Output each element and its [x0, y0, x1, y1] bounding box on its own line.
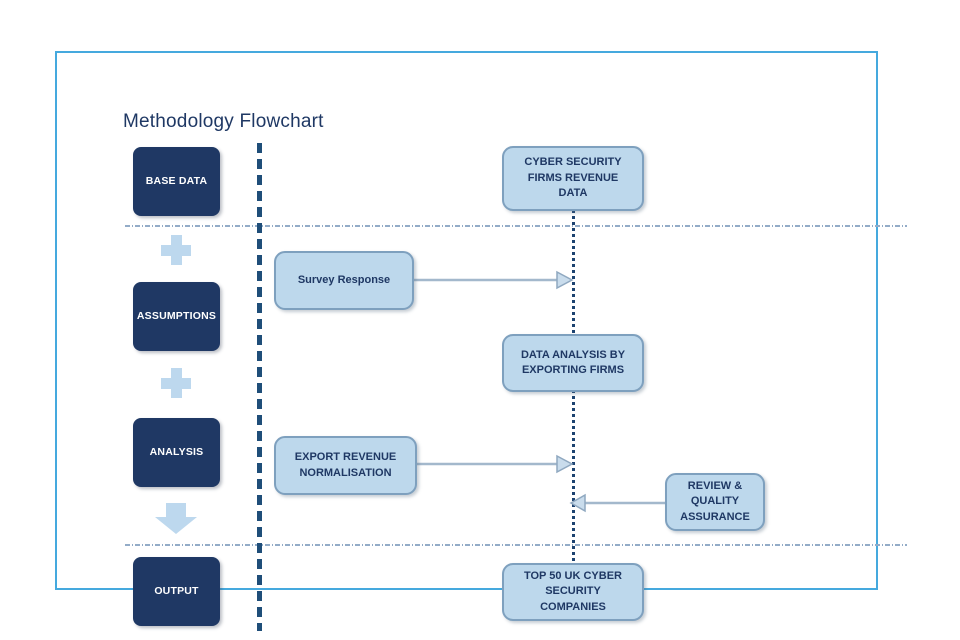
node-label: TOP 50 UK CYBER SECURITY COMPANIES: [523, 569, 622, 613]
plus-icon: [161, 368, 191, 398]
separator-line-top: [125, 225, 907, 227]
right-arrow-icon: [413, 269, 574, 296]
stage-label: OUTPUT: [154, 584, 199, 597]
right-arrow-icon: [416, 453, 574, 480]
node-label: EXPORT REVENUE NORMALISATION: [294, 451, 397, 479]
node-label: DATA ANALYSIS BY EXPORTING FIRMS: [520, 348, 626, 376]
node-review-quality-assurance: REVIEW & QUALITY ASSURANCE: [665, 473, 765, 531]
node-label: REVIEW & QUALITY ASSURANCE: [680, 479, 750, 523]
stage-label: ANALYSIS: [149, 445, 204, 458]
stage-output: OUTPUT: [133, 557, 220, 626]
node-label: Survey Response: [297, 273, 391, 286]
separator-line-bottom: [125, 544, 907, 546]
stage-assumptions: ASSUMPTIONS: [133, 282, 220, 351]
plus-icon: [161, 235, 191, 265]
node-data-analysis-by-exporting-firms: DATA ANALYSIS BY EXPORTING FIRMS: [502, 334, 644, 392]
node-survey-response: Survey Response: [274, 251, 414, 310]
page-title: Methodology Flowchart: [123, 111, 324, 132]
node-cyber-security-firms-revenue-data: CYBER SECURITY FIRMS REVENUE DATA: [502, 146, 644, 211]
lane-divider-dashed-line: [257, 143, 262, 631]
stage-label: BASE DATA: [145, 174, 208, 187]
flowchart-frame: Methodology Flowchart BASE DATA ASSUMPTI…: [55, 51, 907, 631]
node-export-revenue-normalisation: EXPORT REVENUE NORMALISATION: [274, 436, 417, 495]
left-arrow-icon: [569, 492, 666, 519]
down-arrow-icon: [153, 503, 199, 535]
node-top-50-uk-cyber-security-companies: TOP 50 UK CYBER SECURITY COMPANIES: [502, 563, 644, 621]
node-label: CYBER SECURITY FIRMS REVENUE DATA: [524, 156, 622, 200]
stage-label: ASSUMPTIONS: [136, 309, 217, 322]
stage-base-data: BASE DATA: [133, 147, 220, 216]
stage-analysis: ANALYSIS: [133, 418, 220, 487]
